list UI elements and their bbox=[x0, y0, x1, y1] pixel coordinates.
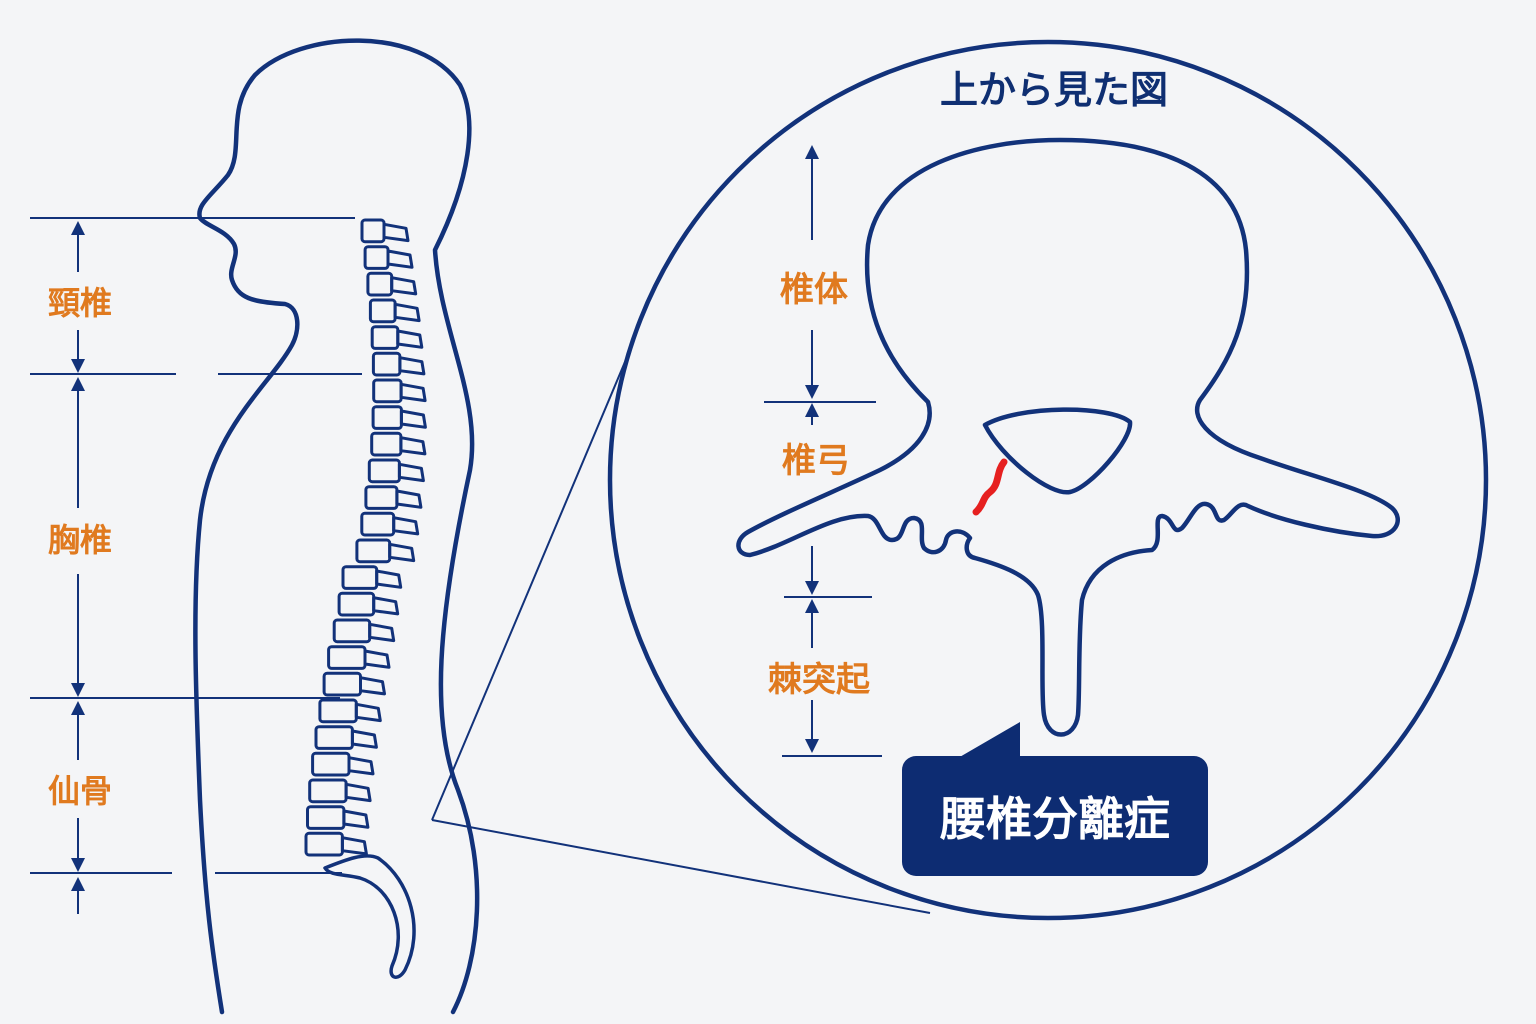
top-view-title: 上から見た図 bbox=[940, 68, 1168, 112]
vertebra-body bbox=[360, 218, 386, 244]
magnified-circle bbox=[607, 39, 1489, 921]
vertebra-body bbox=[355, 538, 392, 564]
vertebra-process bbox=[399, 409, 427, 429]
part-label-spinous-process: 棘突起 bbox=[768, 660, 871, 700]
vertebra-process bbox=[393, 302, 421, 323]
region-label-cervical: 頸椎 bbox=[48, 284, 112, 322]
vertebra-process bbox=[388, 542, 416, 563]
vertebra-body bbox=[327, 645, 367, 670]
zoom-connector bbox=[431, 349, 931, 914]
vertebra-process bbox=[392, 516, 420, 536]
part-label-vertebral-arch: 椎弓 bbox=[782, 441, 850, 481]
vertebra-process bbox=[399, 382, 427, 403]
vertebra-process bbox=[368, 622, 396, 643]
region-label-sacrum: 仙骨 bbox=[48, 772, 112, 810]
vertebra-process bbox=[363, 649, 391, 669]
callout-label: 腰椎分離症 bbox=[940, 792, 1170, 846]
vertebra-body bbox=[370, 431, 403, 457]
vertebra-body bbox=[332, 618, 372, 644]
vertebra-process bbox=[390, 276, 418, 296]
sacrum-shape bbox=[323, 854, 416, 979]
vertebra-body bbox=[337, 591, 376, 617]
vertebra-body bbox=[371, 351, 402, 377]
pars-defect-mark bbox=[972, 458, 1008, 516]
vertebra-process bbox=[382, 222, 410, 243]
vertebra-process bbox=[350, 729, 378, 749]
spine-side-view bbox=[304, 218, 427, 857]
vertebra-body bbox=[308, 778, 348, 804]
body-silhouette bbox=[193, 38, 480, 1015]
vertebra-body bbox=[304, 831, 344, 857]
vertebra-body bbox=[311, 751, 351, 777]
vertebra-body bbox=[366, 271, 394, 297]
vertebra-process bbox=[375, 569, 403, 589]
vertebra-body bbox=[341, 565, 379, 590]
vertebra-body bbox=[314, 725, 354, 750]
vertebra-process bbox=[359, 676, 386, 696]
vertebra-body bbox=[370, 325, 400, 350]
vertebra-process bbox=[396, 329, 424, 349]
vertebra-process bbox=[395, 489, 423, 509]
vertebra-body bbox=[371, 405, 403, 430]
vertebra-body bbox=[322, 671, 363, 697]
vertebra-process bbox=[347, 756, 375, 776]
vertebra-process bbox=[354, 702, 382, 723]
vertebra-process bbox=[399, 436, 427, 456]
vertebra-process bbox=[340, 836, 368, 856]
region-guides bbox=[30, 217, 362, 914]
vertebra-body bbox=[372, 378, 403, 404]
vertebra-process bbox=[342, 809, 370, 829]
vertebra-body bbox=[363, 245, 390, 270]
vertebra-body bbox=[306, 805, 346, 830]
part-label-vertebral-body: 椎体 bbox=[780, 270, 848, 310]
vertebra-process bbox=[372, 596, 400, 616]
vertebra-process bbox=[344, 782, 372, 803]
vertebra-process bbox=[397, 462, 425, 483]
vertebra-body bbox=[360, 511, 396, 537]
vertebra-body bbox=[364, 485, 399, 510]
part-guides bbox=[764, 145, 882, 757]
callout-box bbox=[902, 722, 1208, 876]
region-label-thoracic: 胸椎 bbox=[48, 521, 112, 559]
vertebra-body bbox=[318, 698, 358, 724]
vertebra-process bbox=[398, 356, 426, 376]
vertebra-body bbox=[368, 298, 397, 324]
vertebra-process bbox=[386, 249, 414, 269]
vertebra-top-view bbox=[736, 137, 1400, 737]
vertebra-body bbox=[367, 458, 401, 484]
